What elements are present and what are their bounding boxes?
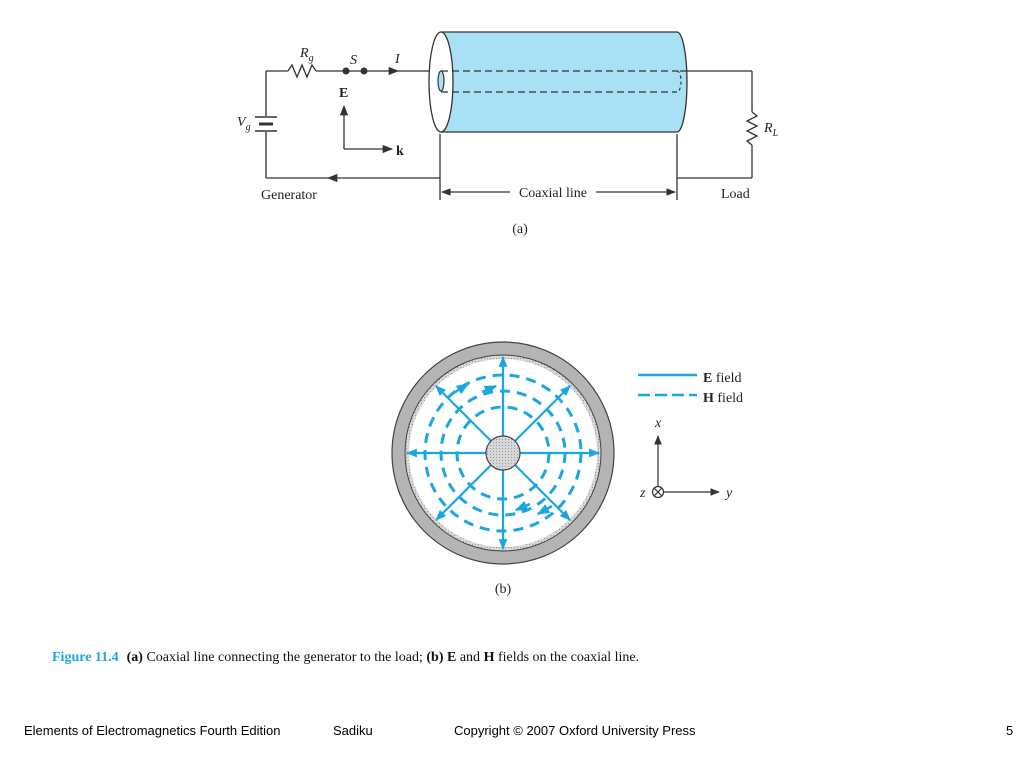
vg-label: Vg [237, 115, 251, 133]
battery-icon [255, 116, 277, 132]
footer-book-title: Elements of Electromagnetics Fourth Edit… [24, 723, 281, 738]
coaxial-line-label: Coaxial line [519, 186, 587, 201]
footer-author: Sadiku [333, 723, 373, 738]
rg-label: Rg [299, 46, 314, 64]
coaxial-cable [428, 31, 688, 133]
axis-z-label: z [639, 486, 646, 501]
legend-e-label: E field [703, 371, 742, 386]
caption-rest: fields on the coaxial line. [494, 650, 640, 665]
axis-x-label: x [654, 416, 662, 431]
footer-page-number: 5 [1006, 723, 1014, 738]
rl-label: RL [763, 121, 779, 139]
figure-number: Figure 11.4 [52, 650, 119, 665]
generator-label: Generator [261, 188, 317, 203]
switch-label: S [350, 53, 357, 68]
current-label: I [394, 52, 401, 67]
caption-e: E [447, 650, 457, 665]
inner-conductor [485, 435, 521, 471]
axes: x y z [639, 416, 733, 501]
e-field-lines [405, 355, 601, 551]
generator-wires [265, 63, 440, 183]
footer-copyright: Copyright © 2007 Oxford University Press [454, 723, 696, 738]
k-label: k [396, 144, 404, 159]
caption-h: H [483, 650, 495, 665]
load-label: Load [721, 187, 750, 202]
panel-b-label: (b) [495, 582, 512, 597]
switch-contact-left [342, 67, 350, 75]
legend: E field H field [638, 371, 743, 406]
h-field-arrows [451, 382, 553, 516]
axis-y-label: y [724, 486, 733, 501]
into-page-icon [651, 485, 665, 499]
diagram-a: Rg S I E k Vg RL Generator Coaxial line … [237, 31, 779, 237]
caption-a-text: Coaxial line connecting the generator to… [142, 650, 427, 665]
caption-b-label: (b) [426, 650, 444, 665]
legend-h-label: H field [703, 391, 743, 406]
diagram-b: E field H field x y z (b) [391, 341, 743, 597]
e-label: E [339, 86, 348, 101]
switch-contact-right [360, 67, 368, 75]
figure-caption: Figure 11.4 (a) Coaxial line connecting t… [52, 650, 639, 666]
caption-and: and [456, 650, 484, 665]
load-wires [439, 70, 759, 200]
panel-a-label: (a) [512, 222, 528, 237]
caption-a-label: (a) [126, 650, 143, 665]
